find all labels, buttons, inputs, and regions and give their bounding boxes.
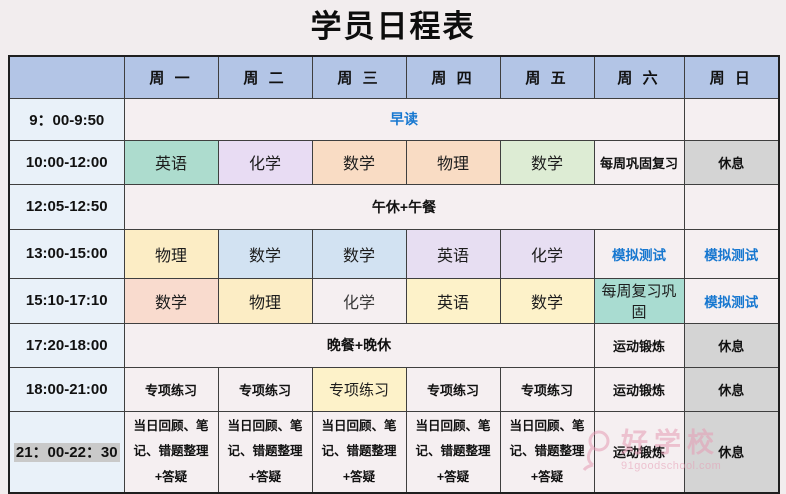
schedule-cell: 数学 xyxy=(499,277,595,324)
schedule-cell: 英语 xyxy=(405,277,501,324)
schedule-cell: 运动锻炼 xyxy=(593,322,685,368)
schedule-cell: 当日回顾、笔记、错题整理+答疑 xyxy=(499,410,595,494)
day-header-wed: 周 三 xyxy=(311,55,407,99)
time-slot-label: 17:20-18:00 xyxy=(8,322,125,368)
schedule-cell: 专项练习 xyxy=(405,366,501,412)
schedule-cell: 化学 xyxy=(217,139,313,185)
schedule-cell: 当日回顾、笔记、错题整理+答疑 xyxy=(311,410,407,494)
schedule-cell: 休息 xyxy=(683,322,780,368)
schedule-cell: 休息 xyxy=(683,139,780,185)
schedule-cell: 数学 xyxy=(123,277,219,324)
row-lunch: 12:05-12:50 午休+午餐 xyxy=(8,183,780,230)
schedule-cell: 物理 xyxy=(217,277,313,324)
schedule-cell: 物理 xyxy=(123,228,219,279)
schedule-cell: 数学 xyxy=(217,228,313,279)
schedule-cell: 休息 xyxy=(683,410,780,494)
time-slot-label: 21：00-22：30 xyxy=(8,410,125,494)
row-1300-1500: 13:00-15:00 物理 数学 数学 英语 化学 模拟测试 模拟测试 xyxy=(8,228,780,279)
schedule-cell: 数学 xyxy=(311,228,407,279)
row-morning-reading: 9：00-9:50 早读 xyxy=(8,97,780,141)
schedule-cell: 当日回顾、笔记、错题整理+答疑 xyxy=(405,410,501,494)
day-header-sun: 周 日 xyxy=(683,55,780,99)
schedule-cell: 数学 xyxy=(499,139,595,185)
time-slot-label: 13:00-15:00 xyxy=(8,228,125,279)
schedule-cell: 每周复习巩固 xyxy=(593,277,685,324)
schedule-cell: 运动锻炼 xyxy=(593,366,685,412)
schedule-cell: 模拟测试 xyxy=(683,228,780,279)
schedule-cell: 英语 xyxy=(123,139,219,185)
schedule-cell-morning-reading: 早读 xyxy=(123,97,685,141)
row-1510-1710: 15:10-17:10 数学 物理 化学 英语 数学 每周复习巩固 模拟测试 xyxy=(8,277,780,324)
time-slot-label: 12:05-12:50 xyxy=(8,183,125,230)
highlighted-time-text: 21：00-22：30 xyxy=(13,443,120,463)
day-header-sat: 周 六 xyxy=(593,55,685,99)
time-slot-label: 18:00-21:00 xyxy=(8,366,125,412)
time-slot-label: 9：00-9:50 xyxy=(8,97,125,141)
corner-cell xyxy=(8,55,125,99)
schedule-cell: 每周巩固复习 xyxy=(593,139,685,185)
schedule-cell: 休息 xyxy=(683,366,780,412)
time-slot-label: 15:10-17:10 xyxy=(8,277,125,324)
schedule-cell: 化学 xyxy=(311,277,407,324)
schedule-cell: 化学 xyxy=(499,228,595,279)
row-1800-2100: 18:00-21:00 专项练习 专项练习 专项练习 专项练习 专项练习 运动锻… xyxy=(8,366,780,412)
time-slot-label: 10:00-12:00 xyxy=(8,139,125,185)
day-header-fri: 周 五 xyxy=(499,55,595,99)
schedule-cell: 英语 xyxy=(405,228,501,279)
schedule-cell: 物理 xyxy=(405,139,501,185)
schedule-cell: 专项练习 xyxy=(311,366,407,412)
schedule-cell-empty xyxy=(683,97,780,141)
schedule-cell: 数学 xyxy=(311,139,407,185)
schedule-cell: 专项练习 xyxy=(499,366,595,412)
schedule-cell-lunch: 午休+午餐 xyxy=(123,183,685,230)
schedule-cell: 专项练习 xyxy=(123,366,219,412)
schedule-cell-empty xyxy=(683,183,780,230)
day-header-tue: 周 二 xyxy=(217,55,313,99)
schedule-cell: 当日回顾、笔记、错题整理+答疑 xyxy=(217,410,313,494)
row-2100-2230: 21：00-22：30 当日回顾、笔记、错题整理+答疑 当日回顾、笔记、错题整理… xyxy=(8,410,780,494)
day-header-thu: 周 四 xyxy=(405,55,501,99)
schedule-cell: 当日回顾、笔记、错题整理+答疑 xyxy=(123,410,219,494)
schedule-table: 周 一 周 二 周 三 周 四 周 五 周 六 周 日 9：00-9:50 早读… xyxy=(8,55,780,494)
row-1000-1200: 10:00-12:00 英语 化学 数学 物理 数学 每周巩固复习 休息 xyxy=(8,139,780,185)
schedule-cell: 专项练习 xyxy=(217,366,313,412)
schedule-cell: 模拟测试 xyxy=(683,277,780,324)
schedule-cell: 运动锻炼 xyxy=(593,410,685,494)
day-header-mon: 周 一 xyxy=(123,55,219,99)
page-title: 学员日程表 xyxy=(310,9,476,44)
header-row: 周 一 周 二 周 三 周 四 周 五 周 六 周 日 xyxy=(8,55,780,99)
schedule-cell: 模拟测试 xyxy=(593,228,685,279)
schedule-cell-dinner: 晚餐+晚休 xyxy=(123,322,595,368)
row-dinner: 17:20-18:00 晚餐+晚休 运动锻炼 休息 xyxy=(8,322,780,368)
